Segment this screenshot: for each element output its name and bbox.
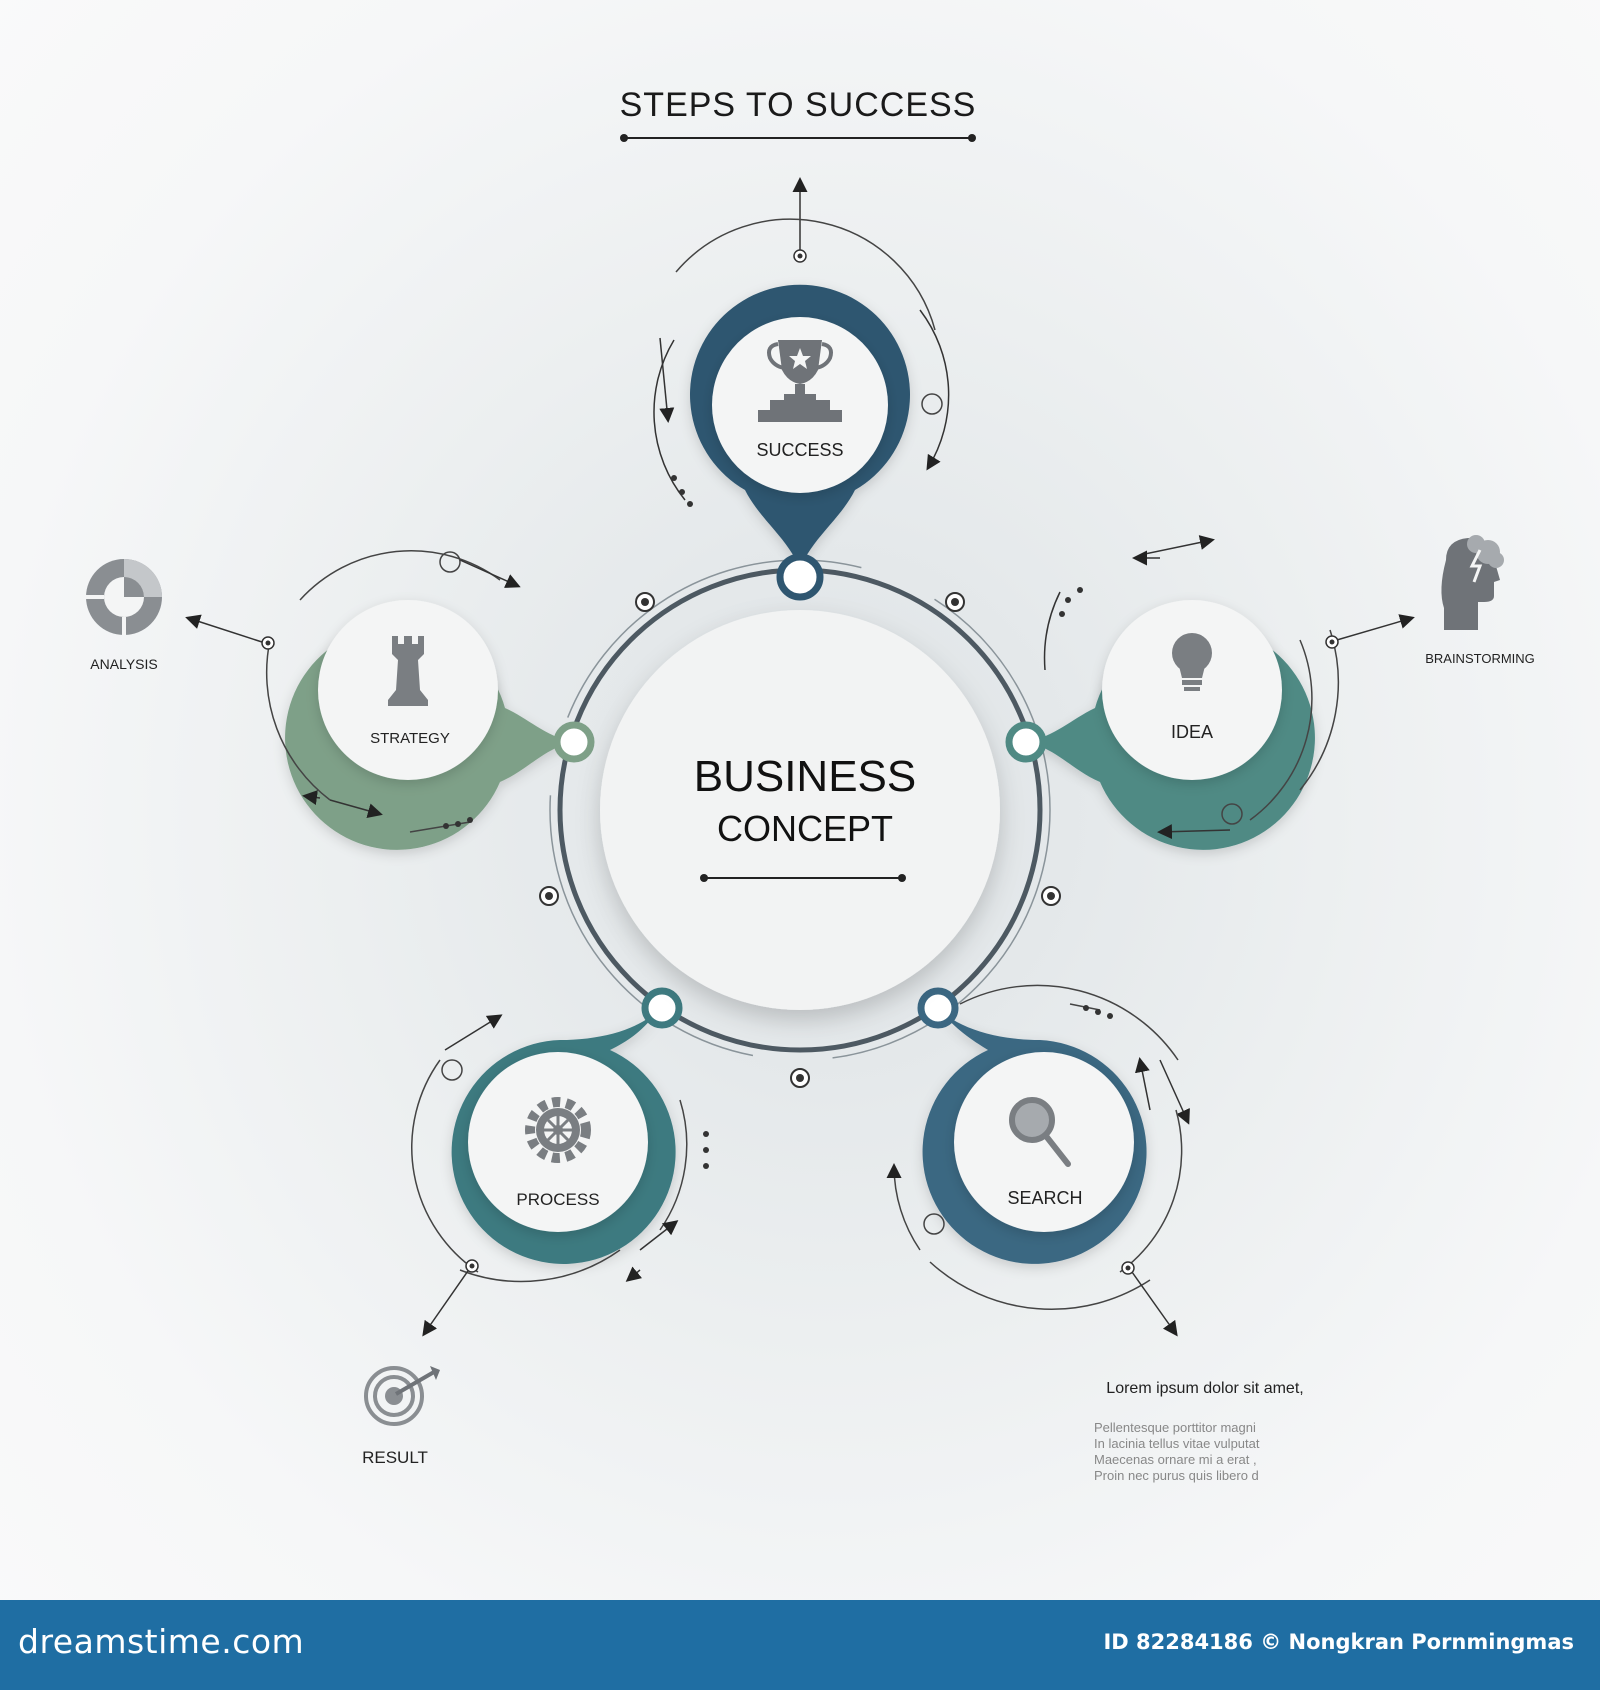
side-label-analysis: ANALYSIS bbox=[90, 656, 158, 672]
node-process[interactable] bbox=[411, 987, 709, 1283]
chess-rook-icon bbox=[388, 636, 428, 706]
node-label-search: SEARCH bbox=[1007, 1188, 1083, 1208]
lightbulb-icon bbox=[1172, 633, 1212, 691]
infographic: STEPS TO SUCCESS BUSINESS CONCEPT SUCCES… bbox=[86, 86, 1535, 1484]
note-heading: Lorem ipsum dolor sit amet, bbox=[1106, 1380, 1304, 1397]
watermark-logo: dreamstime.com bbox=[18, 1622, 305, 1661]
note-line: Maecenas ornare mi a erat , bbox=[1094, 1452, 1257, 1467]
note-line: Pellentesque porttitor magni bbox=[1094, 1420, 1256, 1435]
node-search[interactable] bbox=[886, 984, 1190, 1310]
title-underline bbox=[620, 134, 976, 142]
watermark-footer: dreamstime.com ID 82284186 © Nongkran Po… bbox=[0, 1600, 1600, 1690]
connector-search-note bbox=[1121, 1261, 1178, 1337]
node-success[interactable] bbox=[653, 218, 950, 601]
gear-icon bbox=[525, 1097, 591, 1163]
note-line: Proin nec purus quis libero d bbox=[1094, 1468, 1259, 1483]
node-label-success: SUCCESS bbox=[756, 440, 844, 460]
side-label-brainstorming: BRAINSTORMING bbox=[1425, 651, 1535, 666]
node-label-idea: IDEA bbox=[1170, 722, 1213, 742]
connector-success-title bbox=[792, 177, 808, 263]
diagram-title: STEPS TO SUCCESS bbox=[619, 86, 977, 124]
connector-process-result bbox=[422, 1259, 479, 1337]
magnifier-icon bbox=[1009, 1097, 1071, 1167]
center-disc bbox=[600, 610, 1000, 1010]
connector-idea-brainstorming bbox=[1325, 614, 1415, 649]
ring-dots bbox=[539, 592, 1061, 1088]
note-body: Pellentesque porttitor magni In lacinia … bbox=[1094, 1420, 1314, 1484]
image-credit: ID 82284186 © Nongkran Pornmingmas bbox=[1103, 1630, 1574, 1654]
target-arrow-icon bbox=[364, 1366, 440, 1426]
side-label-result: RESULT bbox=[362, 1448, 428, 1467]
node-idea[interactable] bbox=[1005, 535, 1340, 850]
trophy-icon bbox=[758, 340, 842, 422]
center-title-line1: BUSINESS bbox=[693, 752, 917, 801]
center-title-line2: CONCEPT bbox=[716, 808, 893, 849]
node-label-strategy: STRATEGY bbox=[370, 730, 450, 747]
head-brain-icon bbox=[1441, 535, 1504, 630]
node-strategy[interactable] bbox=[265, 550, 595, 850]
note-line: In lacinia tellus vitae vulputat bbox=[1094, 1436, 1260, 1451]
connector-strategy-analysis bbox=[185, 614, 275, 650]
diagram-canvas bbox=[86, 134, 1504, 1426]
node-label-process: PROCESS bbox=[516, 1190, 600, 1209]
pie-chart-icon bbox=[86, 559, 162, 635]
